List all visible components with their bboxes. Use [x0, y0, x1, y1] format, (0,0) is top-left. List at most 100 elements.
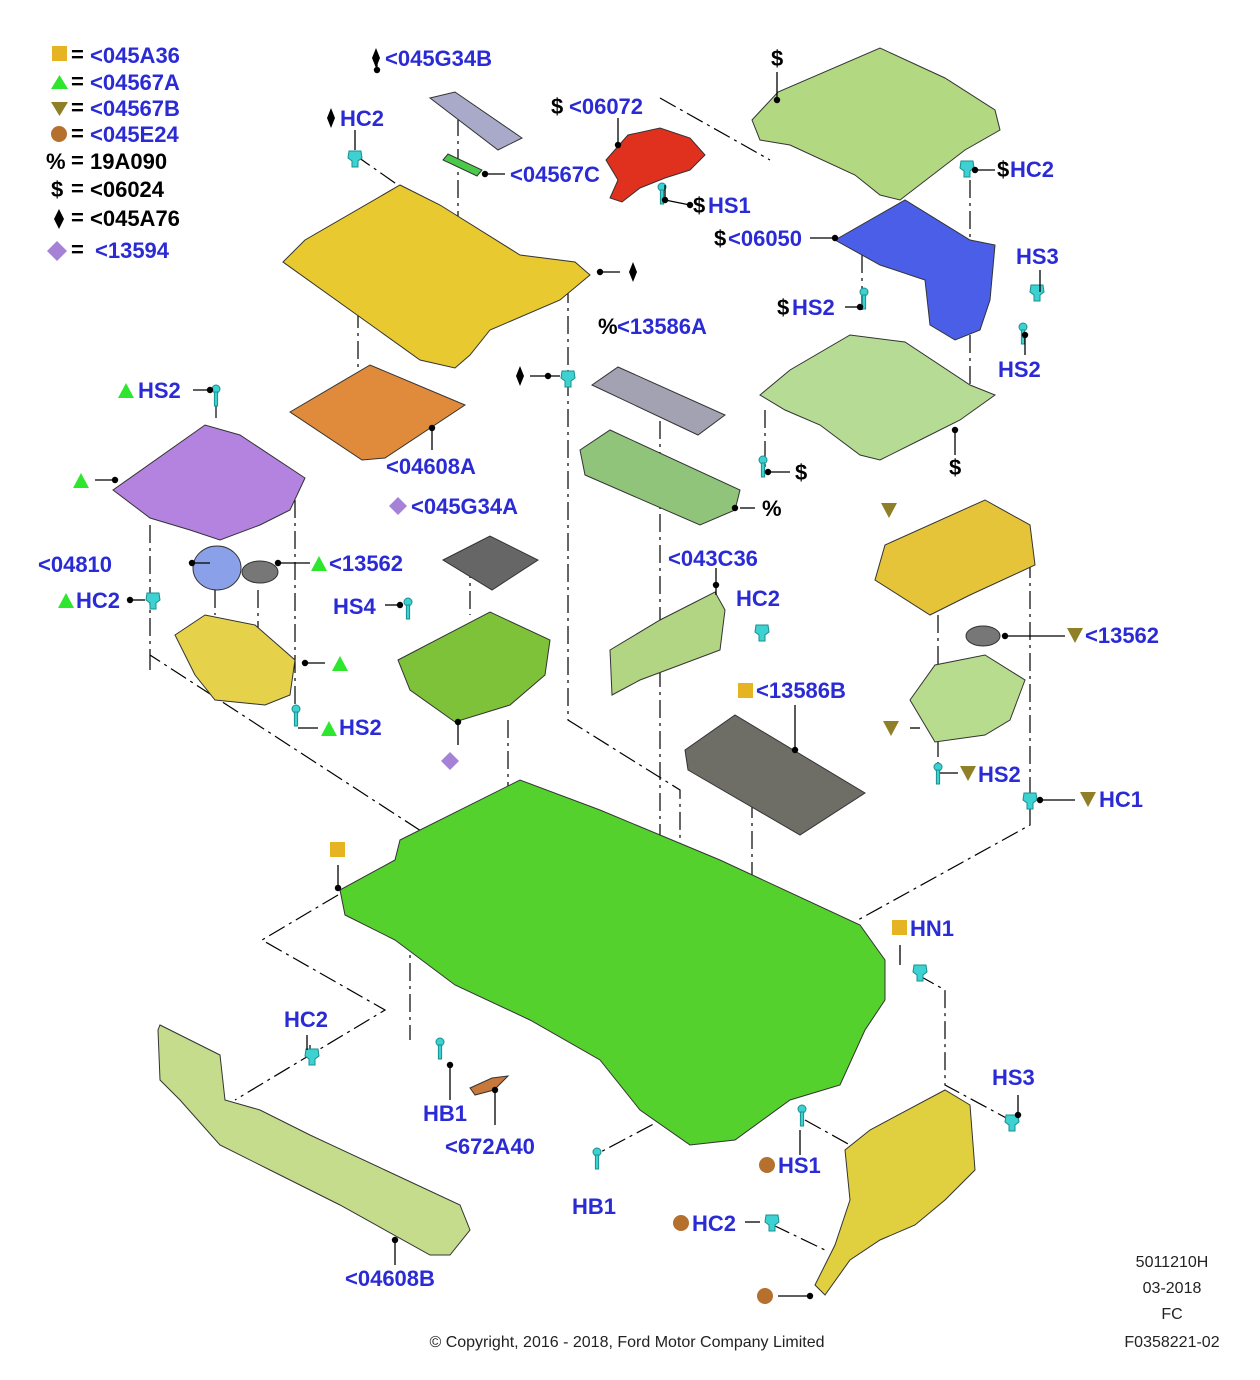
storage-bin [397, 611, 551, 723]
label-hs1: HS1 [708, 193, 751, 218]
panel-043C36 [609, 591, 726, 696]
legend-eq: = [71, 176, 84, 201]
drawing-id: F0358221-02 [1124, 1334, 1219, 1351]
black-diamond-icon [516, 366, 524, 386]
insert-13562-left [241, 560, 279, 584]
drawing-date: 03-2018 [1143, 1280, 1202, 1297]
olive-triangle-down-icon [51, 102, 68, 116]
label-hb1: HB1 [423, 1101, 467, 1126]
parts [112, 47, 1036, 1296]
legend-code: <04567B [90, 96, 180, 121]
label-hs2: HS2 [138, 378, 181, 403]
brown-circle-icon [757, 1288, 773, 1304]
green-triangle-icon [332, 656, 348, 671]
legend-eq: = [71, 95, 84, 120]
copyright: © Copyright, 2016 - 2018, Ford Motor Com… [429, 1334, 824, 1351]
legend-code: <045E24 [90, 122, 179, 147]
green-triangle-icon [311, 556, 327, 571]
label-04567C: <04567C [510, 162, 600, 187]
label-hs2: HS2 [978, 762, 1021, 787]
olive-triangle-down-icon [1080, 792, 1096, 807]
violet-diamond-icon [441, 752, 459, 770]
insert-13562-right [965, 625, 1001, 647]
legend-eq: = [71, 237, 84, 262]
label-13562: <13562 [329, 551, 403, 576]
label-hb1: HB1 [572, 1194, 616, 1219]
olive-triangle-down-icon [883, 721, 899, 736]
brown-circle-icon [51, 126, 67, 142]
grille-13586A [591, 366, 726, 436]
brown-circle-icon [673, 1215, 689, 1231]
console-body [339, 779, 886, 1146]
label-hc2: HC2 [76, 588, 120, 613]
label-04810: <04810 [38, 552, 112, 577]
cup-04810 [192, 545, 242, 591]
label-hn1: HN1 [910, 916, 954, 941]
black-diamond-icon [372, 48, 380, 68]
bezel-yellow [282, 184, 591, 369]
violet-diamond-icon [47, 241, 67, 261]
green-triangle-icon [73, 473, 89, 488]
label-043C36: <043C36 [668, 546, 758, 571]
mat-13586B [684, 714, 866, 836]
callout-labels: <045G34B HC2 $ <06072 <04567C $ HS1 $ $ … [38, 46, 1159, 1291]
legend-code: <045A36 [90, 43, 180, 68]
label-dollar: $ [949, 455, 961, 480]
legend-eq: = [71, 148, 84, 173]
legend-symbol: % [46, 149, 66, 174]
olive-triangle-down-icon [881, 503, 897, 518]
black-diamond-icon [327, 108, 335, 128]
label-prefix: $ [714, 226, 726, 251]
label-hc2: HC2 [284, 1007, 328, 1032]
label-13562: <13562 [1085, 623, 1159, 648]
bracket-06072 [605, 127, 706, 203]
label-13586A: <13586A [617, 314, 707, 339]
drawing-fc: FC [1161, 1306, 1182, 1323]
violet-diamond-icon [389, 497, 407, 515]
yellow-square-icon [892, 920, 907, 935]
panel-04608B [157, 1024, 471, 1256]
legend-eq: = [71, 121, 84, 146]
drawing-number: 5011210H [1136, 1254, 1209, 1271]
label-04608B: <04608B [345, 1266, 435, 1291]
label-hs2: HS2 [998, 357, 1041, 382]
label-hc2: HC2 [692, 1211, 736, 1236]
legend-code: <13594 [95, 238, 170, 263]
label-hs2: HS2 [339, 715, 382, 740]
black-diamond-icon [54, 209, 64, 229]
label-hs3: HS3 [1016, 244, 1059, 269]
leader-lines [95, 60, 1075, 1300]
label-dollar: $ [795, 460, 807, 485]
label-04608A: <04608A [386, 454, 476, 479]
green-triangle-icon [321, 721, 337, 736]
bracket-672A40 [469, 1075, 510, 1096]
armrest-lid [751, 47, 1001, 201]
label-045G34A: <045G34A [411, 494, 518, 519]
legend: = <045A36 = <04567A = <04567B = <045E24 … [46, 42, 180, 263]
yellow-square-icon [330, 842, 345, 857]
label-045G34B: <045G34B [385, 46, 492, 71]
label-hc2: HC2 [736, 586, 780, 611]
legend-code: 19A090 [90, 149, 167, 174]
green-triangle-icon [58, 593, 74, 608]
legend-eq: = [71, 69, 84, 94]
label-prefix: $ [997, 157, 1009, 182]
rear-panel [814, 1089, 976, 1296]
legend-eq: = [71, 42, 84, 67]
label-06050: <06050 [728, 226, 802, 251]
mat-045G34A [441, 535, 540, 591]
brown-circle-icon [759, 1157, 775, 1173]
trim-04567C [442, 153, 483, 177]
label-hc2: HC2 [1010, 157, 1054, 182]
label-hs3: HS3 [992, 1065, 1035, 1090]
black-diamond-icon [629, 262, 637, 282]
label-prefix: $ [551, 94, 563, 119]
label-percent: % [762, 496, 782, 521]
label-hc1: HC1 [1099, 787, 1143, 812]
yellow-square-icon [52, 46, 67, 61]
pad-045G34B [428, 91, 523, 151]
label-672A40: <672A40 [445, 1134, 535, 1159]
legend-code: <06024 [90, 177, 165, 202]
green-triangle-icon [118, 383, 134, 398]
